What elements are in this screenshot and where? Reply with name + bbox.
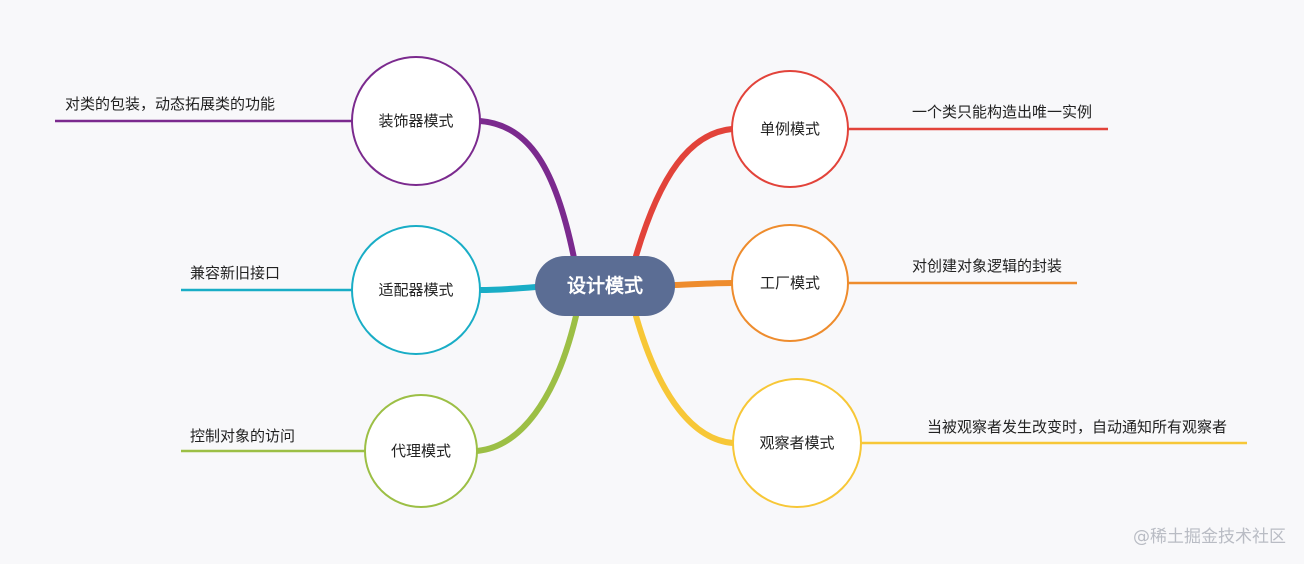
topic-node-adapter[interactable]: 适配器模式 bbox=[351, 225, 481, 355]
branch-connector-decorator bbox=[477, 118, 577, 261]
branch-connector-adapter bbox=[477, 284, 539, 293]
watermark-text: @稀土掘金技术社区 bbox=[1133, 527, 1286, 547]
topic-node-proxy[interactable]: 代理模式 bbox=[364, 394, 478, 508]
topic-node-label-adapter: 适配器模式 bbox=[378, 281, 453, 299]
description-text-decorator: 对类的包装，动态拓展类的功能 bbox=[65, 95, 275, 113]
root-node-label: 设计模式 bbox=[567, 274, 643, 297]
branch-connector-singleton bbox=[633, 126, 735, 259]
topic-node-factory[interactable]: 工厂模式 bbox=[731, 224, 849, 342]
branch-connector-observer bbox=[633, 313, 736, 446]
root-node-shape bbox=[535, 256, 675, 316]
topic-node-label-singleton: 单例模式 bbox=[760, 120, 820, 138]
description-text-singleton: 一个类只能构造出唯一实例 bbox=[912, 103, 1092, 121]
topic-node-circle-decorator bbox=[351, 56, 481, 186]
branch-connector-proxy bbox=[474, 313, 579, 454]
topic-node-label-factory: 工厂模式 bbox=[760, 274, 820, 292]
topic-node-label-decorator: 装饰器模式 bbox=[378, 112, 453, 130]
topic-node-label-proxy: 代理模式 bbox=[391, 442, 451, 460]
topic-node-circle-factory bbox=[731, 224, 849, 342]
topic-node-circle-proxy bbox=[364, 394, 478, 508]
description-text-adapter: 兼容新旧接口 bbox=[190, 264, 280, 282]
branch-connector-factory bbox=[672, 280, 735, 288]
topic-node-decorator[interactable]: 装饰器模式 bbox=[351, 56, 481, 186]
topic-node-circle-observer bbox=[732, 378, 862, 508]
description-text-proxy: 控制对象的访问 bbox=[190, 427, 295, 445]
topic-node-circle-singleton bbox=[731, 70, 849, 188]
topic-node-observer[interactable]: 观察者模式 bbox=[732, 378, 862, 508]
description-text-factory: 对创建对象逻辑的封装 bbox=[912, 257, 1062, 275]
description-text-observer: 当被观察者发生改变时，自动通知所有观察者 bbox=[927, 418, 1227, 436]
root-node[interactable]: 设计模式 bbox=[535, 256, 675, 316]
topic-node-singleton[interactable]: 单例模式 bbox=[731, 70, 849, 188]
topic-node-label-observer: 观察者模式 bbox=[759, 434, 834, 452]
topic-node-circle-adapter bbox=[351, 225, 481, 355]
